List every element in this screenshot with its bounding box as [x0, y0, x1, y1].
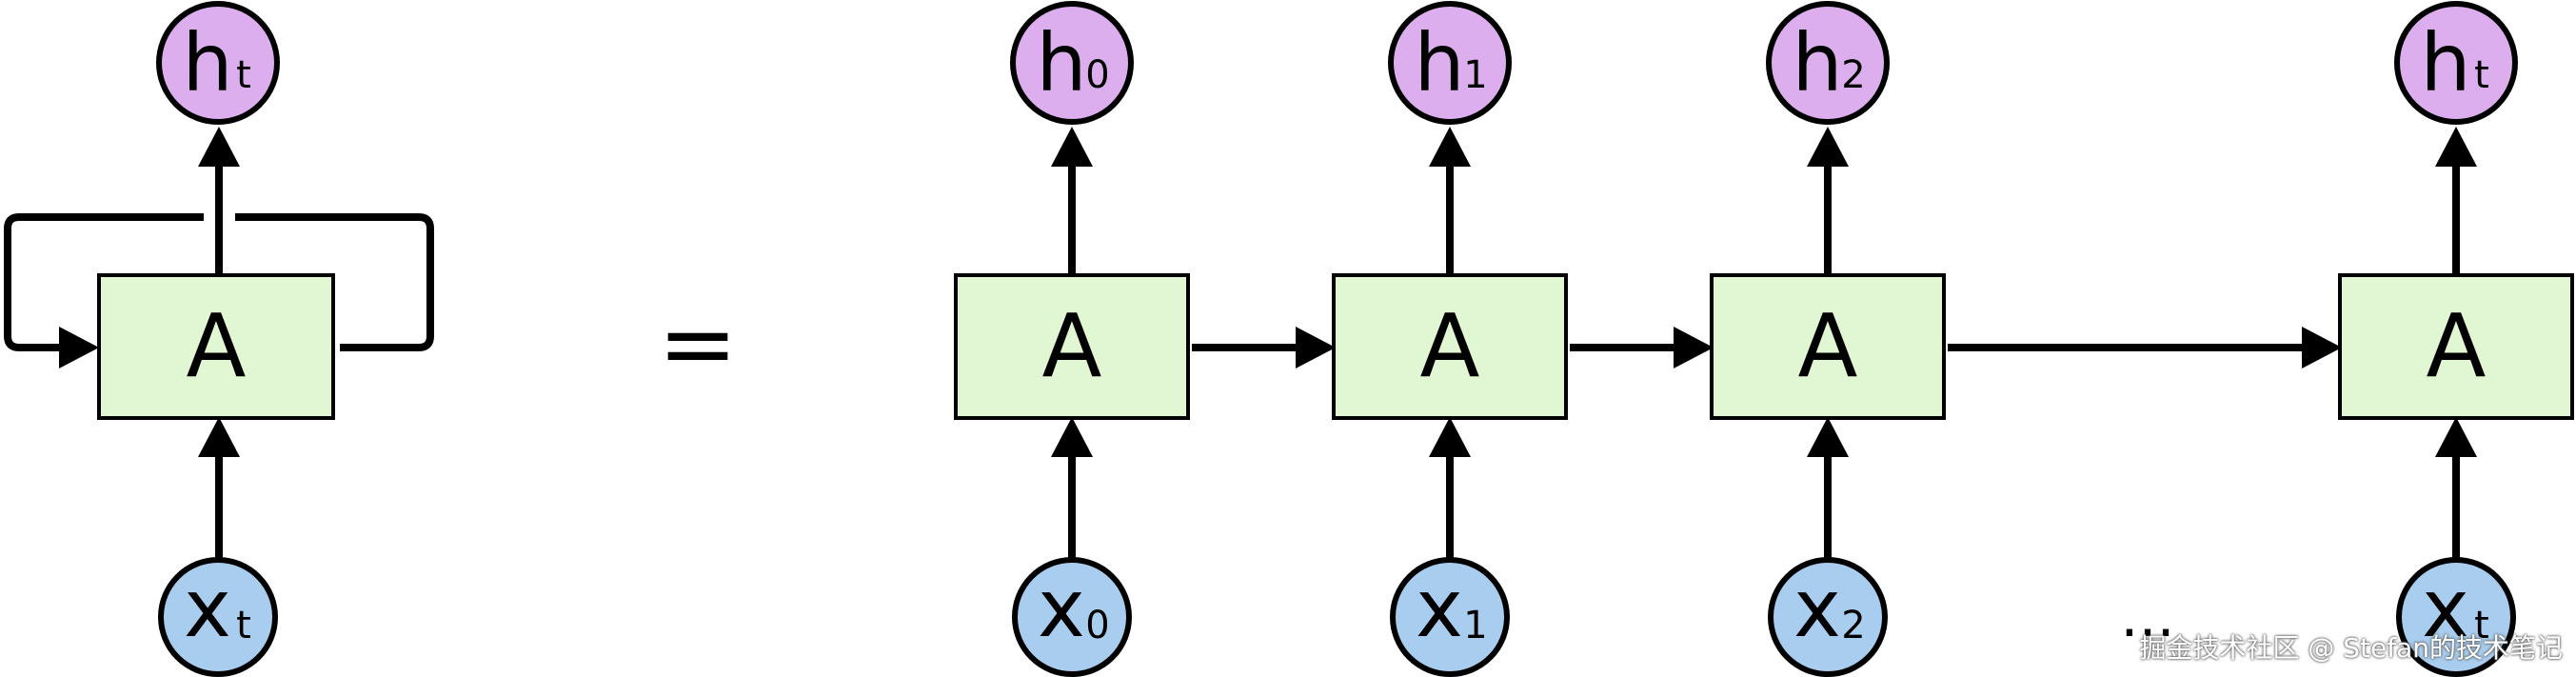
cell-label: A: [2427, 295, 2487, 397]
rolled-input-arrowhead: [198, 417, 240, 457]
input-node: [2396, 557, 2516, 677]
input-node: [1768, 557, 1888, 677]
hidden-node: [1010, 1, 1134, 125]
input-subscript: t: [2474, 604, 2489, 647]
output-arrowhead: [1051, 127, 1093, 167]
rolled-rnn: A h t x t: [4, 1, 434, 677]
output-arrowhead: [1807, 127, 1849, 167]
hidden-label: h: [2420, 16, 2470, 110]
hidden-label: h: [1792, 16, 1842, 110]
rolled-hidden-node: [156, 1, 280, 125]
input-label: x: [1416, 562, 1463, 655]
rolled-hidden-label: h: [182, 16, 232, 110]
input-subscript: 0: [1085, 604, 1109, 647]
recurrent-loop-arrowhead: [59, 327, 99, 368]
hidden-subscript: 2: [1841, 53, 1865, 97]
cell-box: [2338, 273, 2574, 420]
output-arrowhead: [2435, 127, 2477, 167]
input-label: x: [1038, 562, 1085, 655]
hidden-label: h: [1414, 16, 1464, 110]
rolled-input-subscript: t: [236, 604, 251, 647]
cell-box: [1332, 273, 1568, 420]
rolled-hidden-subscript: t: [236, 53, 251, 97]
hidden-node: [2394, 1, 2518, 125]
rolled-output-arrowhead: [198, 127, 240, 167]
hidden-state-arrowhead: [1296, 327, 1336, 368]
hidden-subscript: 0: [1085, 53, 1109, 97]
rolled-input-node: [158, 557, 278, 677]
cell-label: A: [1798, 295, 1858, 397]
hidden-label: h: [1036, 16, 1086, 110]
hidden-node: [1388, 1, 1512, 125]
cell-box: [1710, 273, 1946, 420]
input-node: [1012, 557, 1132, 677]
input-arrowhead: [1429, 417, 1471, 457]
input-subscript: 1: [1463, 604, 1487, 647]
cell-box: [954, 273, 1190, 420]
hidden-state-arrowhead: [1674, 327, 1714, 368]
hidden-state-arrowhead: [2302, 327, 2342, 368]
input-subscript: 2: [1841, 604, 1865, 647]
hidden-subscript: 1: [1463, 53, 1487, 97]
rolled-input-label: x: [184, 562, 231, 655]
output-arrowhead: [1429, 127, 1471, 167]
hidden-node: [1766, 1, 1890, 125]
input-arrowhead: [2435, 417, 2477, 457]
input-label: x: [2422, 562, 2469, 655]
input-arrowhead: [1051, 417, 1093, 457]
ellipsis: ...: [2120, 584, 2174, 650]
watermark: 掘金技术社区 @ Stefan的技术笔记: [2139, 632, 2563, 664]
input-label: x: [1793, 562, 1841, 655]
input-node: [1390, 557, 1510, 677]
recurrent-loop-arrow: [4, 213, 434, 351]
hidden-subscript: t: [2474, 53, 2489, 97]
cell-label: A: [1042, 295, 1102, 397]
cell-label: A: [1420, 295, 1480, 397]
equals-sign: =: [658, 288, 738, 399]
rolled-cell-box: [97, 273, 335, 420]
rolled-cell-label: A: [187, 295, 247, 397]
input-arrowhead: [1807, 417, 1849, 457]
